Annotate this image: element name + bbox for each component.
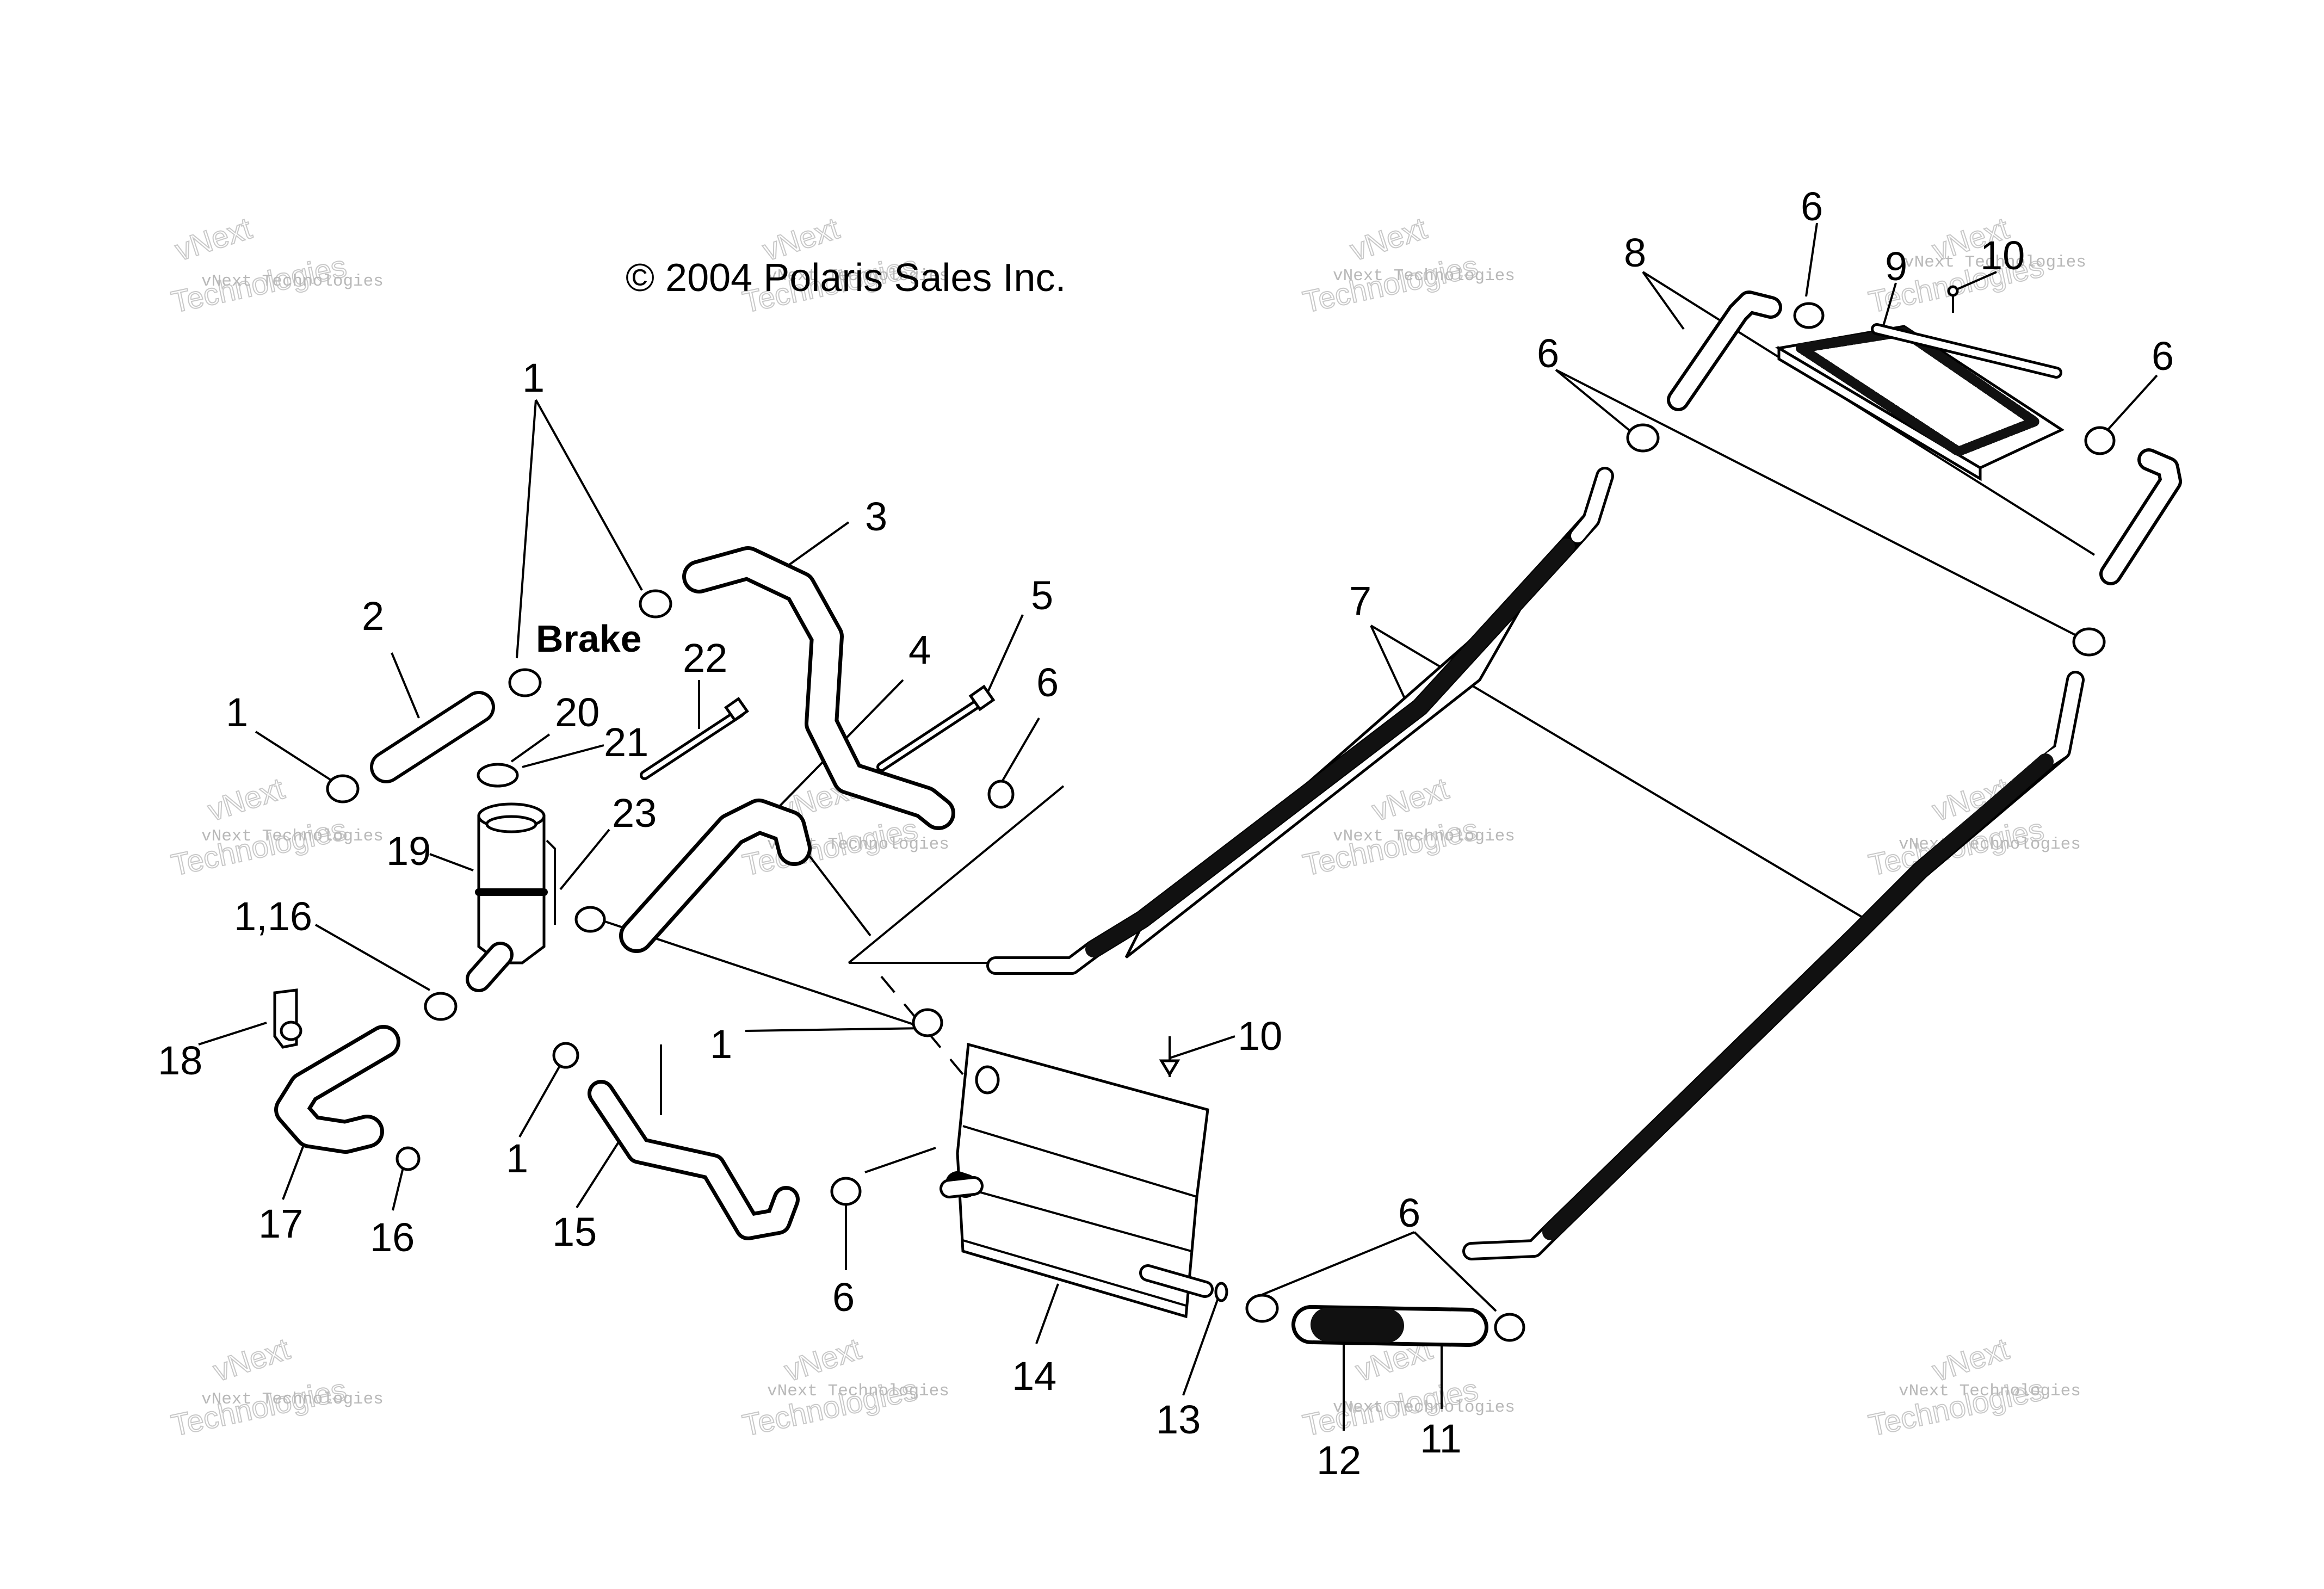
callout-6-top: 6 <box>1801 184 1823 229</box>
callout-6-lower-right: 6 <box>1398 1190 1420 1235</box>
callout-13: 13 <box>1156 1397 1201 1442</box>
callout-10-mid: 10 <box>1238 1013 1282 1059</box>
callout-3: 3 <box>865 494 887 539</box>
copyright-text: © 2004 Polaris Sales Inc. <box>626 256 1066 300</box>
alignment-lines <box>799 785 1065 1075</box>
callout-9: 9 <box>1885 244 1907 289</box>
bent-hose-upper <box>682 546 955 830</box>
svg-text:vNext: vNext <box>1928 1331 2013 1388</box>
callout-5: 5 <box>1031 573 1053 618</box>
svg-text:vNext Technologies: vNext Technologies <box>1904 253 2086 272</box>
callout-2: 2 <box>362 593 384 639</box>
elbow-hose-lower <box>274 1025 400 1154</box>
callout-1-top: 1 <box>522 355 545 400</box>
callout-4: 4 <box>908 627 931 672</box>
svg-text:vNext Technologies: vNext Technologies <box>1333 1398 1515 1417</box>
svg-text:vNext Technologies: vNext Technologies <box>1333 827 1515 846</box>
upper-cooler <box>1775 323 2065 481</box>
callout-6-lower: 6 <box>832 1275 855 1320</box>
svg-text:vNext: vNext <box>171 211 256 267</box>
callout-16: 16 <box>370 1215 415 1260</box>
elbow-hose-left <box>1667 290 1782 411</box>
callout-14: 14 <box>1012 1353 1056 1399</box>
svg-text:vNext: vNext <box>203 771 288 827</box>
brake-label: Brake <box>536 617 642 660</box>
callout-12: 12 <box>1316 1438 1361 1483</box>
heat-exchanger <box>940 1042 1214 1319</box>
callout-1-lower: 1 <box>506 1136 528 1181</box>
callout-1-mid: 1 <box>710 1022 732 1067</box>
svg-text:vNext Technologies: vNext Technologies <box>767 267 949 286</box>
callout-20: 20 <box>555 690 599 735</box>
straight-hose <box>370 691 495 783</box>
svg-text:Technologies: Technologies <box>168 812 349 882</box>
callout-23: 23 <box>612 790 657 836</box>
callout-6-top-right: 6 <box>2152 333 2174 379</box>
svg-text:vNext Technologies: vNext Technologies <box>201 1390 384 1409</box>
callout-8: 8 <box>1624 230 1646 275</box>
svg-text:vNext: vNext <box>780 1331 865 1388</box>
watermark-bottom-center: vNext Technologies vNext Technologies <box>739 1331 949 1443</box>
svg-text:vNext Technologies: vNext Technologies <box>767 1382 949 1401</box>
callout-numbers: 1 2 3 4 5 6 1 20 21 22 23 19 1,16 18 1 1… <box>158 184 2174 1483</box>
tunnel-cooler-right <box>1462 671 2085 1260</box>
callout-19: 19 <box>386 828 431 874</box>
watermark-bottom-left: vNext Technologies vNext Technologies <box>168 1331 383 1443</box>
svg-text:vNext Technologies: vNext Technologies <box>1899 835 2081 854</box>
svg-text:vNext: vNext <box>1346 211 1431 267</box>
callout-18: 18 <box>158 1038 202 1083</box>
callout-22: 22 <box>683 635 727 681</box>
svg-text:vNext: vNext <box>209 1331 294 1388</box>
svg-text:vNext Technologies: vNext Technologies <box>201 827 384 846</box>
watermark-top-left: vNext Technologies vNext Technologies <box>168 210 384 320</box>
hose-bracket <box>273 988 302 1049</box>
connector-hose <box>1291 1305 1488 1347</box>
tie-strap-small <box>640 697 749 780</box>
svg-text:vNext Technologies: vNext Technologies <box>201 272 384 291</box>
tie-strap <box>876 684 996 772</box>
brake-reservoir <box>466 763 556 992</box>
svg-text:vNext Technologies: vNext Technologies <box>1899 1382 2081 1401</box>
callout-10-top: 10 <box>1980 233 2025 278</box>
bent-hose-middle <box>619 799 812 953</box>
callout-21: 21 <box>604 720 648 765</box>
callout-1-left: 1 <box>226 690 248 735</box>
watermark-bottom-right: vNext Technologies vNext Technologies <box>1865 1331 2080 1443</box>
callout-6-top-left: 6 <box>1537 331 1559 376</box>
callout-15: 15 <box>552 1209 597 1254</box>
screw-middle <box>1159 1036 1180 1077</box>
elbow-hose-right <box>2099 448 2182 585</box>
tunnel-cooler-left <box>986 467 1614 975</box>
svg-text:vNext Technologies: vNext Technologies <box>1333 267 1515 286</box>
watermark-bottom-right-center: vNext Technologies vNext Technologies <box>1299 1331 1515 1443</box>
screw-top <box>1947 285 1959 313</box>
clamps <box>326 302 2116 1342</box>
callout-17: 17 <box>258 1201 303 1246</box>
callout-1-16: 1,16 <box>234 894 312 939</box>
callout-6-mid: 6 <box>1036 660 1059 705</box>
callout-11: 11 <box>1420 1416 1462 1461</box>
s-hose <box>588 1044 800 1240</box>
watermark-top-right-center: vNext Technologies vNext Technologies <box>1299 210 1515 320</box>
callout-7: 7 <box>1349 578 1371 623</box>
